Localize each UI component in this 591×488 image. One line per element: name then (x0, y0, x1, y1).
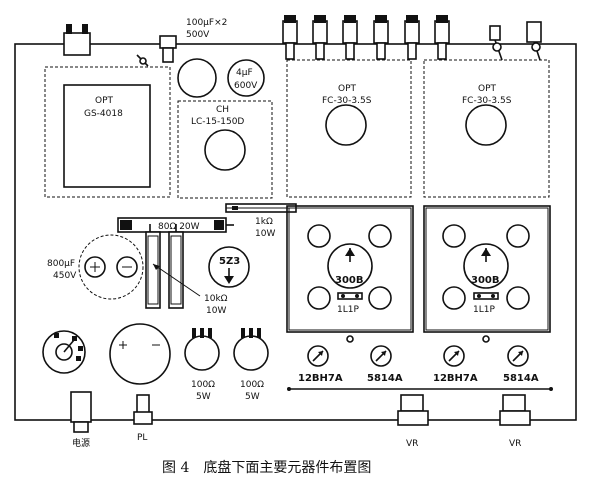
cap4-label-1: 4μF (236, 68, 253, 78)
small-tube-sockets (307, 345, 529, 367)
pot-100ohm-1 (184, 328, 220, 371)
opt-left-body (63, 84, 151, 188)
tube-300b-left-label: 300B (335, 275, 364, 286)
pin-left-label: 1L1P (337, 305, 359, 315)
pilot-lamp (133, 394, 153, 425)
vr-right-label: VR (509, 439, 521, 449)
pin-right-label: 1L1P (473, 305, 495, 315)
opt-right-hole (465, 104, 507, 146)
cap4-label-2: 600V (234, 81, 258, 91)
pot-100ohm-2 (233, 328, 269, 371)
opt-left-label-2: GS-4018 (84, 109, 123, 119)
res1k-label-1: 1kΩ (255, 217, 273, 227)
selector-switch (42, 330, 86, 374)
tube-300b-right-label: 300B (471, 275, 500, 286)
chassis-outline (14, 43, 577, 421)
cap-bottom (109, 323, 171, 385)
vr-left (397, 394, 429, 426)
power-label: 电源 (72, 437, 90, 449)
tube-5814a-left-label: 5814A (367, 373, 403, 384)
choke-label-2: LC-15-150D (191, 117, 244, 127)
opt-right-label-1: OPT (478, 84, 497, 94)
cap800-label-2: 450V (53, 271, 77, 281)
tube-5814a-right-label: 5814A (503, 373, 539, 384)
choke-label-1: CH (216, 105, 229, 115)
opt-mid-hole (325, 104, 367, 146)
top-cap-label-1: 100μF×2 (186, 18, 227, 28)
res10k-label-1: 10kΩ (204, 294, 228, 304)
tube-5z3-label: 5Z3 (219, 256, 240, 267)
vr-right (499, 394, 531, 426)
pl-label: PL (137, 433, 147, 443)
power-inlet (63, 24, 91, 56)
top-cap-label-2: 500V (186, 30, 210, 40)
opt-left-label-1: OPT (95, 96, 114, 106)
cap800-label-1: 800μF (47, 259, 75, 269)
pot2-label-1: 100Ω (240, 380, 264, 390)
fuse-holder (136, 35, 177, 67)
resistor-10k-pair (145, 224, 201, 309)
vr-left-label: VR (406, 439, 418, 449)
opt-mid-outline (286, 59, 412, 198)
opt-mid-label-2: FC-30-3.5S (322, 96, 372, 106)
resistor-1k (225, 203, 297, 213)
res1k-label-2: 10W (255, 229, 275, 239)
tube-5z3-socket (208, 246, 250, 288)
panel-300b-left (286, 205, 414, 343)
cap-800uf (78, 234, 144, 300)
power-switch (70, 391, 92, 433)
opt-left-outline (44, 66, 171, 198)
pot1-label-1: 100Ω (191, 380, 215, 390)
cap-4uf (227, 59, 265, 97)
res10k-label-2: 10W (206, 306, 226, 316)
cap-100uf (177, 58, 217, 98)
opt-right-outline (423, 59, 550, 198)
tube-12bh7a-right-label: 12BH7A (433, 373, 478, 384)
rca-inputs (489, 21, 542, 61)
panel-300b-right (423, 205, 551, 343)
choke-hole (204, 129, 246, 171)
pot2-label-2: 5W (245, 392, 260, 402)
speaker-terminals (282, 15, 450, 60)
figure-caption: 图 4 底盘下面主要元器件布置图 (162, 459, 371, 476)
pot1-label-2: 5W (196, 392, 211, 402)
tube-12bh7a-left-label: 12BH7A (298, 373, 343, 384)
opt-mid-label-1: OPT (338, 84, 357, 94)
choke-outline (177, 100, 273, 199)
res80-label: 80Ω 20W (158, 222, 200, 232)
opt-right-label-2: FC-30-3.5S (462, 96, 512, 106)
